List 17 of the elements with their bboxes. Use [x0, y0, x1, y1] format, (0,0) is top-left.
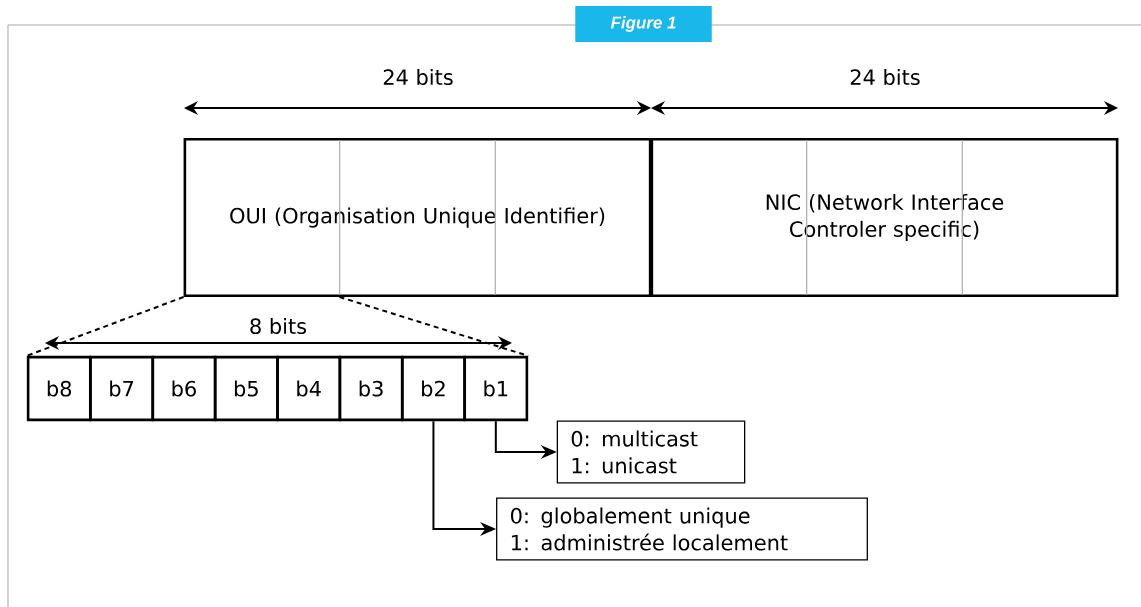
bit-cell: b1: [463, 355, 529, 422]
note-box: 0: multicast 1: unicast: [556, 420, 746, 484]
bit-cell: b2: [401, 355, 466, 422]
bit-cell: b3: [338, 355, 404, 422]
bit-cell: b4: [276, 355, 342, 422]
bit-cell: b7: [89, 355, 154, 422]
zoom-line: [25, 296, 185, 357]
dimension-label: 24 bits: [383, 68, 453, 86]
note-box: 0: globalement unique 1: administrée localement: [496, 497, 868, 561]
figure-badge: Figure 1: [575, 6, 712, 42]
dimension-label: 24 bits: [850, 68, 920, 86]
field-box: OUI (Organisation Unique Identifier): [183, 138, 652, 297]
bit-cell: b8: [26, 355, 92, 422]
bit-cell: b5: [213, 355, 279, 422]
bit-cell: b6: [151, 355, 217, 422]
field-box: NIC (Network Interface Controler specific): [650, 138, 1119, 297]
dimension-label: 8 bits: [250, 317, 307, 335]
